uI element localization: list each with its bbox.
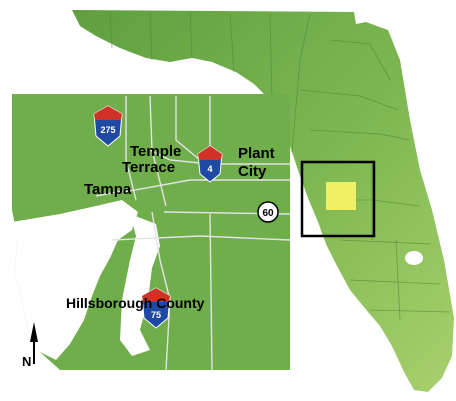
label-temple: Temple <box>130 143 181 160</box>
north-arrow: N <box>22 322 38 369</box>
county-borders <box>109 11 451 321</box>
sr60-shield: 60 <box>257 201 279 223</box>
i4-number: 4 <box>207 164 212 174</box>
i275-number: 275 <box>100 125 115 135</box>
label-city: City <box>238 163 267 180</box>
i4-shield: 4 <box>197 145 223 183</box>
label-hillsborough-county: Hillsborough County <box>66 295 205 311</box>
i75-number: 75 <box>151 310 161 320</box>
label-tampa: Tampa <box>84 181 132 198</box>
i75-shield: 75 <box>141 287 171 329</box>
label-plant: Plant <box>238 145 275 162</box>
hillsborough-bay-water <box>120 214 160 356</box>
sr60-number: 60 <box>262 208 274 219</box>
county-inset-map: 275 4 60 75 Temple Terrace Tampa Plant C… <box>12 94 291 371</box>
north-label: N <box>22 354 31 369</box>
florida-state-map <box>72 10 454 392</box>
locator-box <box>300 160 376 238</box>
tampa-bay-water <box>12 200 138 360</box>
county-highlight <box>326 182 356 210</box>
lake-okeechobee <box>405 251 423 265</box>
i275-shield: 275 <box>93 105 123 147</box>
label-terrace: Terrace <box>122 159 175 176</box>
florida-landmass <box>72 10 454 392</box>
